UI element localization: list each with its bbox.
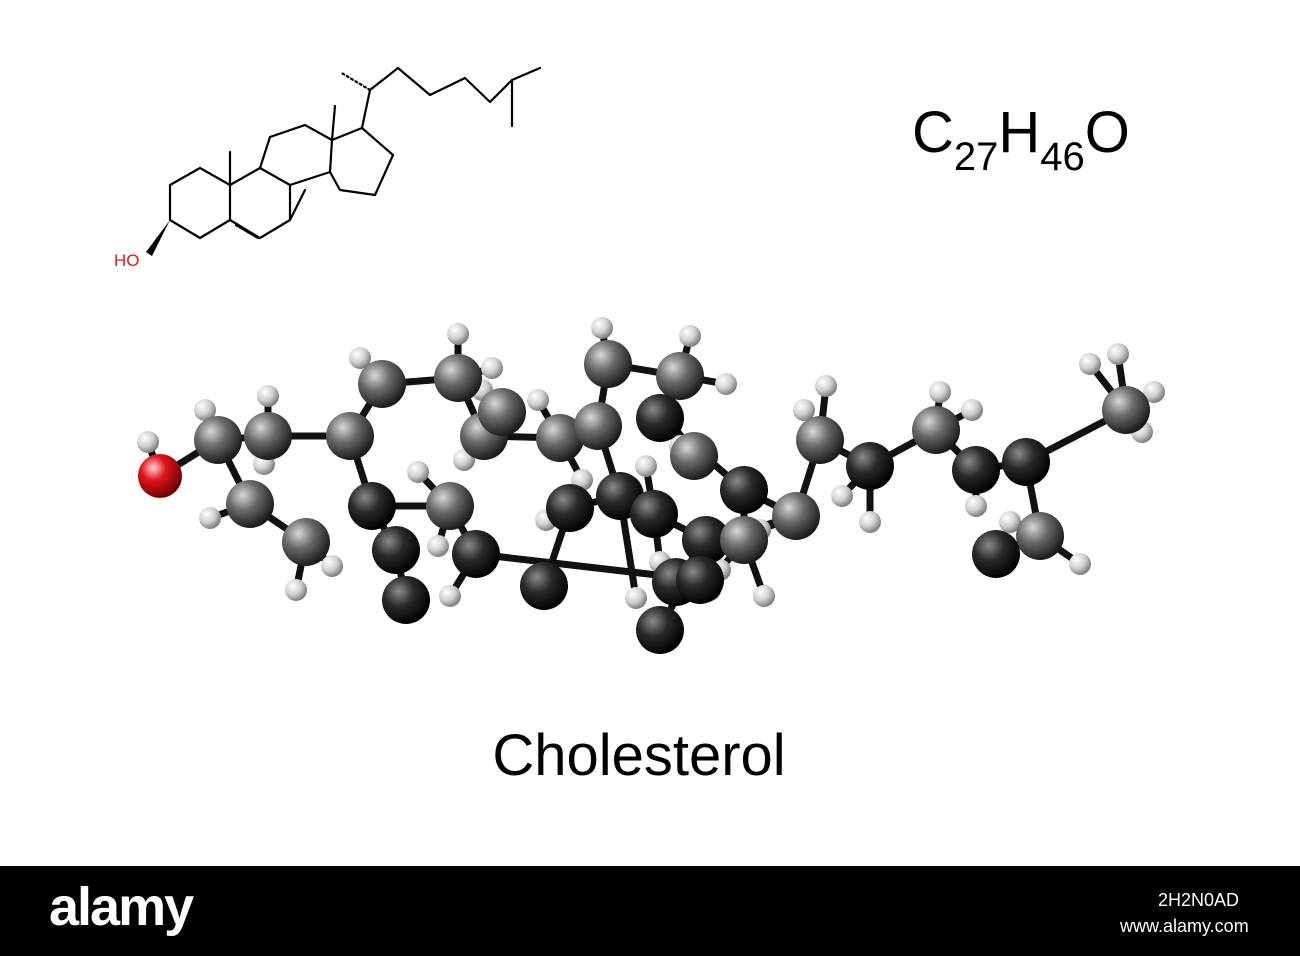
carbon-atom [434, 354, 482, 402]
carbon-atom [682, 516, 730, 564]
hydrogen-atom [407, 461, 429, 483]
carbon-atom [426, 482, 474, 530]
hydrogen-atom [635, 455, 657, 477]
site-url: www.alamy.com [1120, 916, 1249, 936]
carbon-atom [912, 406, 960, 454]
formula-hydrogen: H [998, 100, 1041, 165]
hydrogen-atom [591, 317, 613, 339]
carbon-atom [636, 394, 684, 442]
watermark-footer: alamy 2H2N0AD www.alamy.com [0, 866, 1300, 956]
carbon-atom [720, 516, 768, 564]
hydrogen-atom [929, 381, 951, 403]
brand-logo: alamy [49, 877, 194, 937]
hydrogen-atom [481, 357, 503, 379]
carbon-atom [382, 576, 430, 624]
hydrogen-atom [961, 399, 983, 421]
carbon-atom [670, 432, 718, 480]
hydrogen-atom [1143, 381, 1165, 403]
carbon-atom [478, 388, 526, 436]
hydrogen-atom [999, 511, 1021, 533]
hydrogen-atom [285, 579, 307, 601]
hydrogen-atom [859, 511, 881, 533]
carbon-atom [846, 442, 894, 490]
hydrogen-atom [427, 535, 449, 557]
hydrogen-atom [257, 385, 279, 407]
carbon-atom [194, 416, 242, 464]
carbon-atom [244, 412, 292, 460]
hydrogen-atom [793, 399, 815, 421]
hydrogen-atom [447, 323, 469, 345]
formula-carbon: C [912, 100, 954, 165]
molecular-formula: C27H46O [912, 104, 1130, 178]
carbon-atom [952, 446, 1000, 494]
carbon-atom [546, 484, 594, 532]
carbon-atom [282, 518, 330, 566]
carbon-atom [636, 606, 684, 654]
hydrogen-atom [1079, 353, 1101, 375]
ball-and-stick-model [137, 317, 1165, 654]
hydrogen-atom [527, 389, 549, 411]
carbon-atom [226, 480, 274, 528]
carbon-atom [630, 490, 678, 538]
hydrogen-atom [1069, 553, 1091, 575]
hydrogen-atom [715, 373, 737, 395]
carbon-atom [574, 402, 622, 450]
carbon-atom [720, 466, 768, 514]
carbon-atom [348, 482, 396, 530]
hydrogen-atom [1107, 343, 1129, 365]
hydrogen-atom [815, 375, 837, 397]
carbon-atom [972, 530, 1020, 578]
carbon-atom [1102, 386, 1150, 434]
carbon-atom [358, 360, 406, 408]
carbon-atom [520, 562, 568, 610]
compound-name: Cholesterol [492, 723, 786, 788]
hydrogen-atom [321, 555, 343, 577]
hydrogen-atom [439, 585, 461, 607]
diagram-canvas: HO C27H46O Cholesterol [114, 66, 1165, 788]
carbon-atom [326, 412, 374, 460]
hydrogen-atom [753, 585, 775, 607]
hydrogen-atom [349, 347, 371, 369]
carbon-atom [372, 526, 420, 574]
carbon-atom [584, 340, 632, 388]
hydrogen-atom [679, 325, 701, 347]
carbon-atom [1016, 512, 1064, 560]
hydrogen-atom [831, 485, 853, 507]
oxygen-atom [138, 454, 182, 498]
carbon-atom [452, 530, 500, 578]
carbon-atom [796, 416, 844, 464]
skeletal-structure: HO [114, 66, 542, 270]
carbon-atom [1002, 438, 1050, 486]
hydrogen-atom [194, 399, 216, 421]
hydrogen-atom [199, 507, 221, 529]
atom-layer [137, 317, 1165, 654]
hydrogen-atom [137, 431, 159, 453]
formula-hydrogen-count: 46 [1040, 135, 1085, 179]
formula-carbon-count: 27 [953, 135, 999, 179]
image-id: 2H2N0AD [1158, 890, 1240, 910]
carbon-atom [676, 556, 724, 604]
carbon-atom [656, 352, 704, 400]
carbon-atom [536, 414, 584, 462]
hydrogen-atom [625, 587, 647, 609]
carbon-atom [772, 492, 820, 540]
hydrogen-atom [965, 495, 987, 517]
hydroxyl-label: HO [114, 251, 140, 270]
formula-oxygen: O [1084, 100, 1130, 165]
